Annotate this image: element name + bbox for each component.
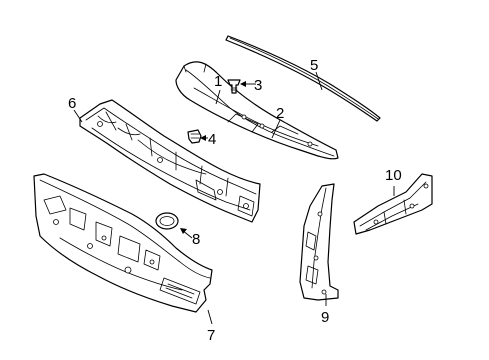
callout-8: 8 [192,231,200,248]
part-fastener-4 [187,129,202,144]
callout-labels: 1 2 3 4 5 6 7 8 9 10 [68,57,402,344]
callout-5: 5 [310,57,318,74]
part-dash-panel [33,173,213,313]
callout-9: 9 [321,309,329,326]
part-pillar-9 [299,183,339,301]
part-cowl-cover [175,61,339,160]
callout-10: 10 [385,167,402,184]
callout-1: 1 [214,73,222,90]
part-seal-strip [225,35,381,122]
callout-2: 2 [276,105,284,122]
callout-4: 4 [208,131,216,148]
part-bracket-10 [353,173,433,235]
callout-3: 3 [254,77,262,94]
callout-7: 7 [207,327,215,344]
callout-6: 6 [68,95,76,112]
part-clip-3 [227,79,241,94]
part-plug-8 [155,212,179,230]
part-cowl-panel [79,99,261,223]
callout-leaders [73,71,395,325]
